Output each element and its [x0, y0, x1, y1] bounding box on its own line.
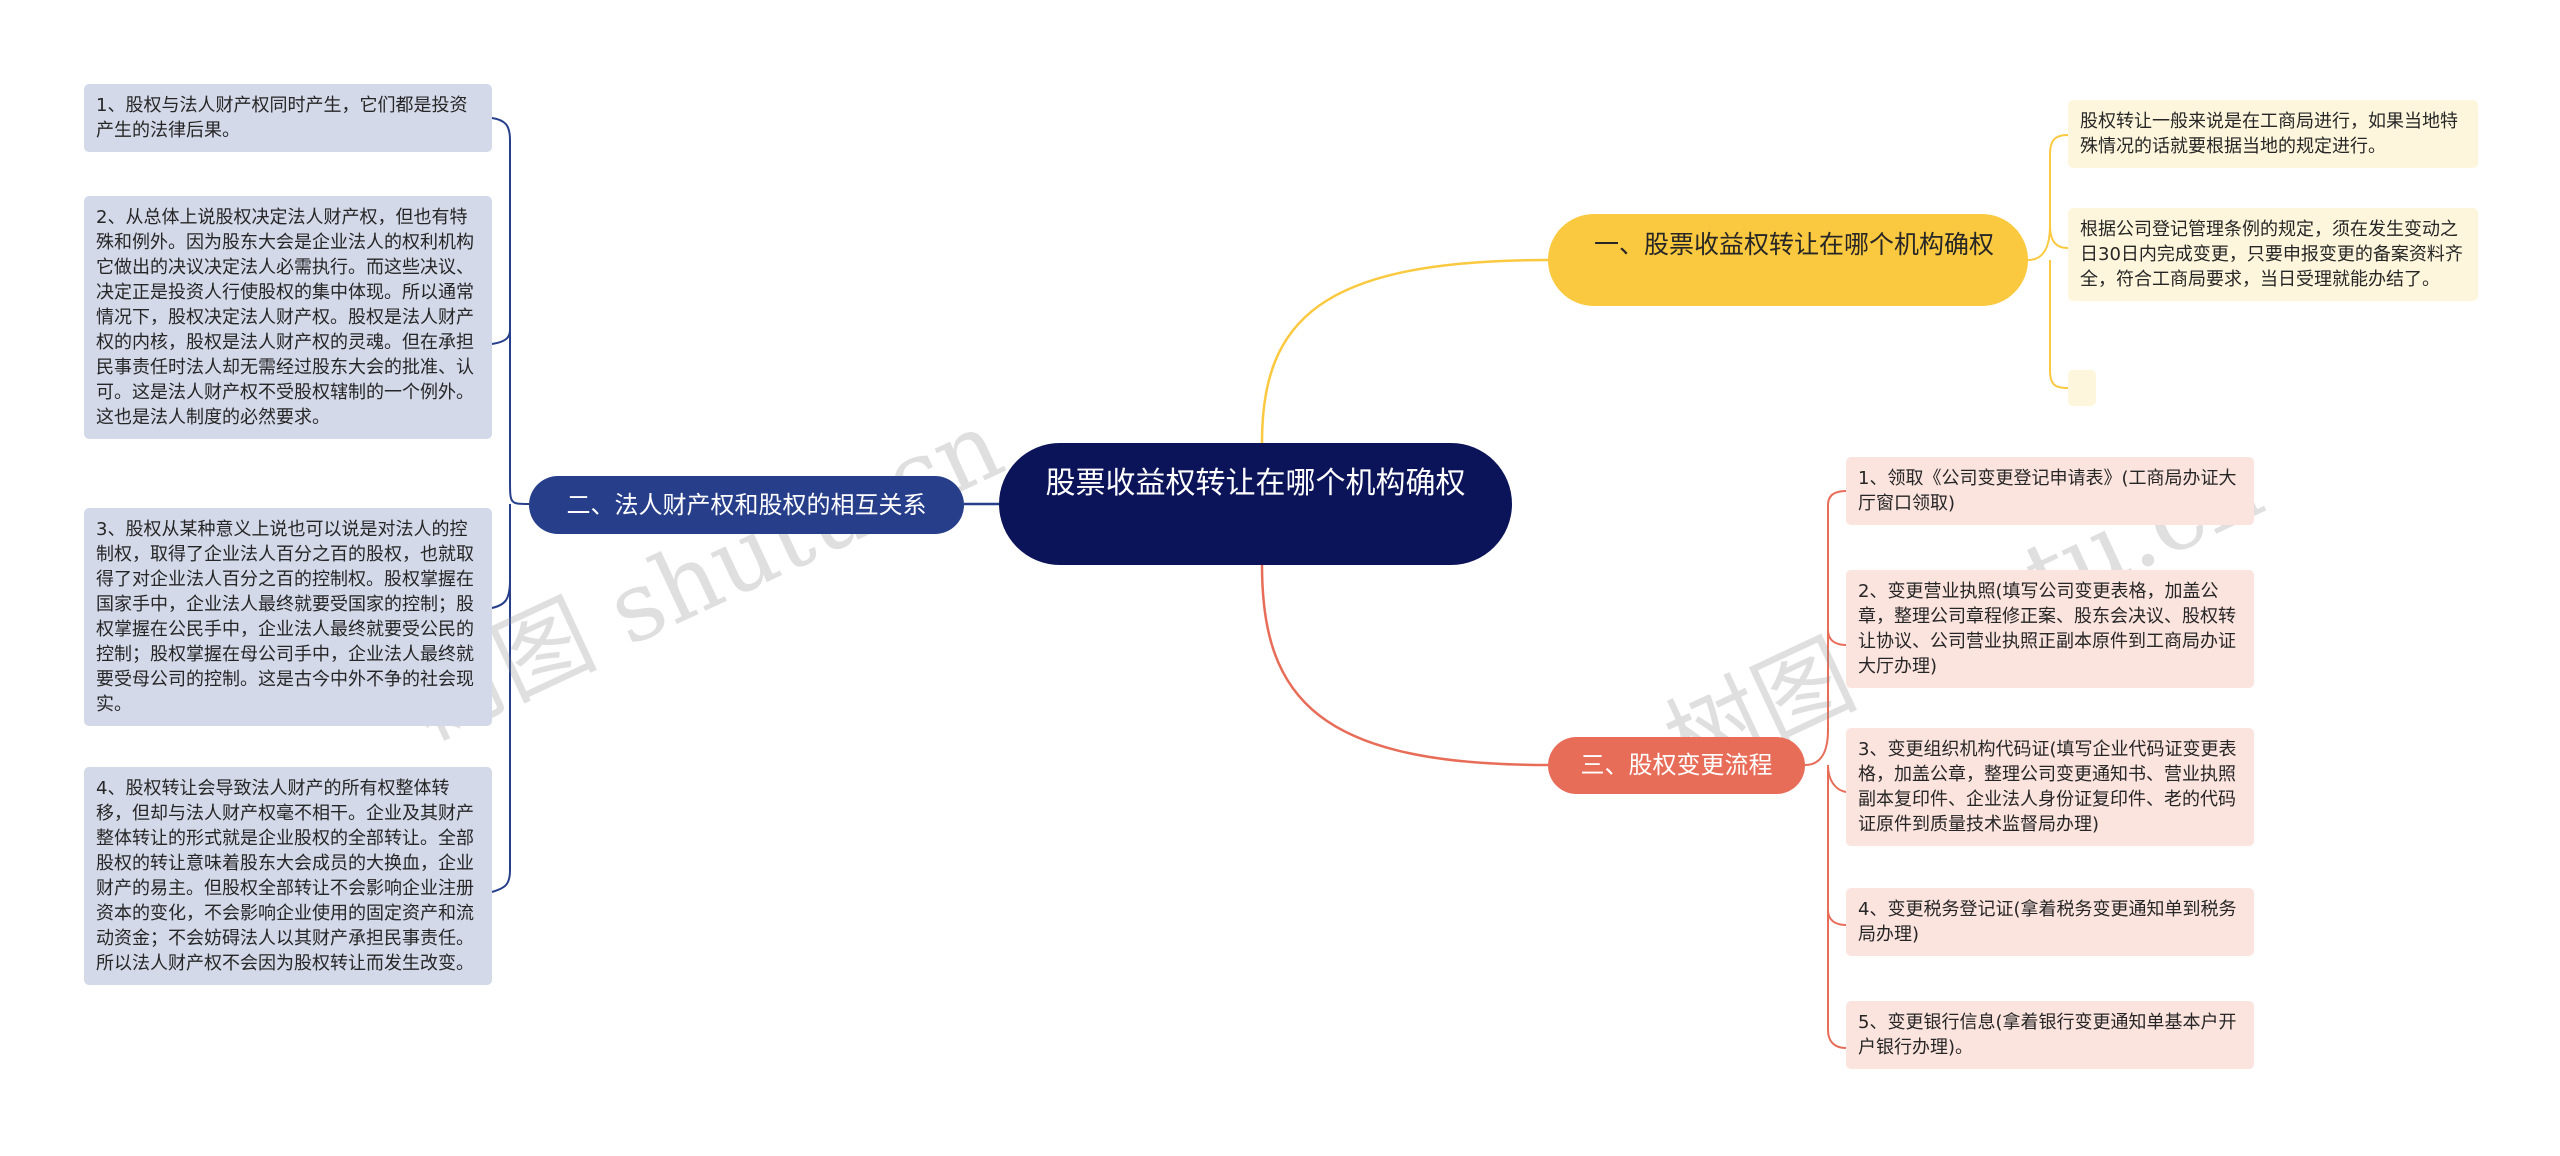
leaf-node[interactable]: 5、变更银行信息(拿着银行变更通知单基本户开户银行办理)。 — [1846, 1001, 2254, 1069]
link-root-branch1 — [1260, 258, 1549, 444]
link-b2-bracket — [491, 117, 530, 893]
leaf-node[interactable]: 2、变更营业执照(填写公司变更表格，加盖公章，整理公司章程修正案、股东会决议、股… — [1846, 570, 2254, 688]
leaf-node[interactable]: 1、领取《公司变更登记申请表》(工商局办证大厅窗口领取) — [1846, 457, 2254, 525]
leaf-node[interactable]: 根据公司登记管理条例的规定，须在发生变动之日30日内完成变更，只要申报变更的备案… — [2068, 208, 2478, 301]
leaf-node[interactable]: 3、变更组织机构代码证(填写企业代码证变更表格，加盖公章，整理公司变更通知书、营… — [1846, 728, 2254, 846]
leaf-node[interactable]: 股权转让一般来说是在工商局进行，如果当地特殊情况的话就要根据当地的规定进行。 — [2068, 100, 2478, 168]
leaf-node[interactable]: 4、变更税务登记证(拿着税务变更通知单到税务局办理) — [1846, 888, 2254, 956]
branch-node-1[interactable]: 一、股票收益权转让在哪个机构确权 — [1548, 214, 2028, 306]
branch-node-3[interactable]: 三、股权变更流程 — [1548, 737, 1805, 794]
link-b1-bracket — [2027, 134, 2069, 389]
leaf-node[interactable]: 4、股权转让会导致法人财产的所有权整体转移，但却与法人财产权毫不相干。企业及其财… — [84, 767, 492, 985]
leaf-node[interactable] — [2068, 370, 2096, 406]
branch-node-2[interactable]: 二、法人财产权和股权的相互关系 — [529, 476, 964, 534]
link-b3-bracket — [1804, 490, 1847, 1049]
link-root-branch3 — [1260, 564, 1549, 767]
root-node[interactable]: 股票收益权转让在哪个机构确权 — [999, 443, 1512, 565]
leaf-node[interactable]: 3、股权从某种意义上说也可以说是对法人的控制权，取得了企业法人百分之百的股权，也… — [84, 508, 492, 726]
leaf-node[interactable]: 1、股权与法人财产权同时产生，它们都是投资产生的法律后果。 — [84, 84, 492, 152]
leaf-node[interactable]: 2、从总体上说股权决定法人财产权，但也有特殊和例外。因为股东大会是企业法人的权利… — [84, 196, 492, 439]
